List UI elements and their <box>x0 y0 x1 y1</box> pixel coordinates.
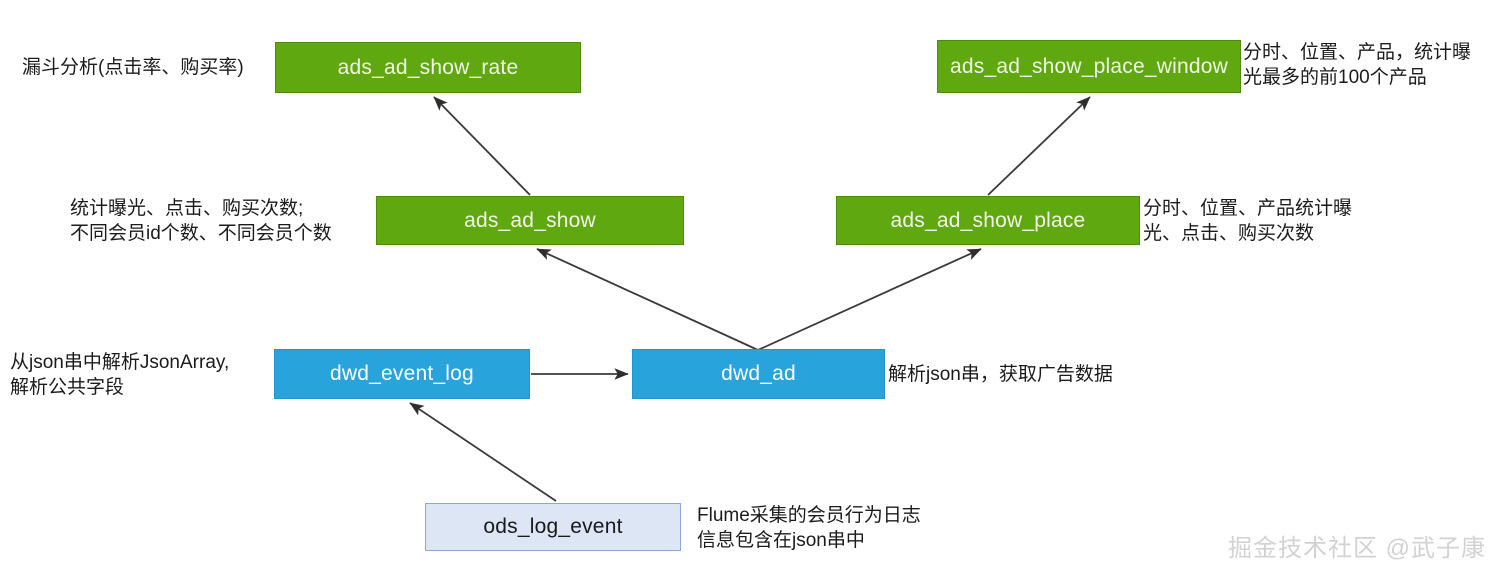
node-ods_log_event[interactable]: ods_log_event <box>425 503 681 551</box>
node-dwd_event_log[interactable]: dwd_event_log <box>274 349 530 399</box>
edges-group <box>409 96 1091 502</box>
annotation-note_ods_log_event: Flume采集的会员行为日志 信息包含在json串中 <box>697 505 921 552</box>
annotation-note_ads_ad_show_place_window: 分时、位置、产品，统计曝 光最多的前100个产品 <box>1243 42 1472 89</box>
annotation-note_ads_ad_show_place: 分时、位置、产品统计曝 光、点击、购买次数 <box>1143 198 1353 245</box>
annotation-note_dwd_event_log: 从json串中解析JsonArray, 解析公共字段 <box>10 352 230 399</box>
edge-edge_ods_to_dwd_event_log <box>409 402 557 502</box>
node-ads_ad_show[interactable]: ads_ad_show <box>376 196 684 245</box>
node-ads_ad_show_rate[interactable]: ads_ad_show_rate <box>275 42 581 93</box>
watermark: 掘金技术社区 @武子康 <box>1227 535 1486 562</box>
annotation-note_dwd_ad: 解析json串，获取广告数据 <box>888 364 1113 385</box>
node-ads_ad_show_place[interactable]: ads_ad_show_place <box>836 196 1140 245</box>
edge-edge_ads_show_to_rate <box>433 96 531 196</box>
annotation-note_ads_ad_show_rate: 漏斗分析(点击率、购买率) <box>22 57 244 78</box>
edge-edge_dwd_ad_to_ads_show <box>536 248 759 351</box>
annotation-note_ads_ad_show: 统计曝光、点击、购买次数; 不同会员id个数、不同会员个数 <box>70 198 332 245</box>
edge-edge_dwd_ad_to_ads_show_place <box>757 248 982 351</box>
node-ads_ad_show_place_window[interactable]: ads_ad_show_place_window <box>937 40 1241 93</box>
node-dwd_ad[interactable]: dwd_ad <box>632 349 885 399</box>
edge-edge_ads_show_place_to_window <box>987 96 1091 196</box>
